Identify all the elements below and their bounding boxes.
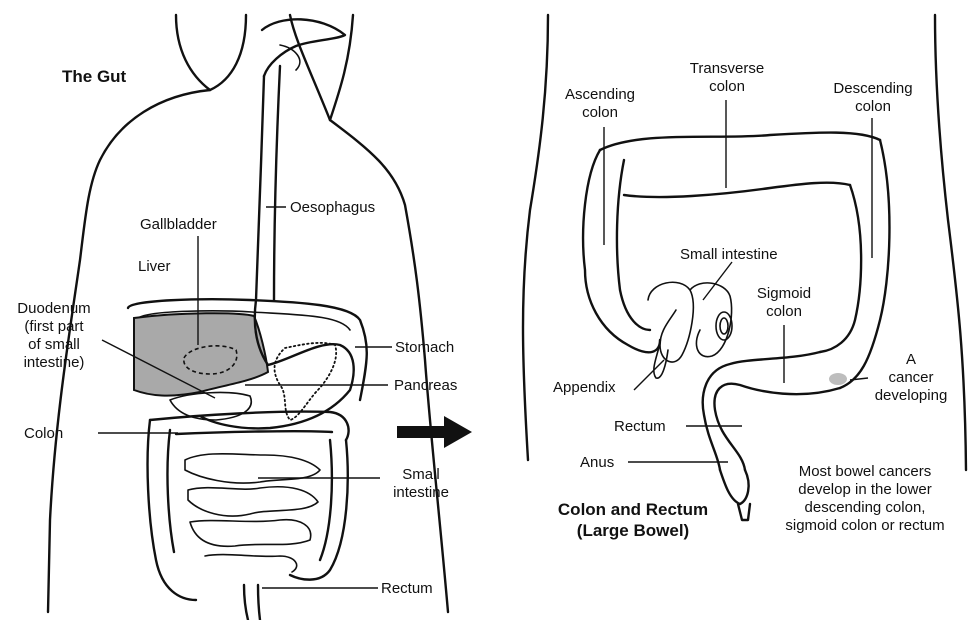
label-pancreas: Pancreas [394,377,457,395]
small-intestine-loops [185,454,320,572]
label-rectum-left: Rectum [381,580,433,598]
label-gallbladder: Gallbladder [140,216,217,234]
oesophagus-tube [256,19,345,300]
label-ascending-colon: Ascending colon [552,86,648,122]
label-rectum-right: Rectum [614,418,666,436]
left-title: The Gut [62,66,126,87]
colon-frame [148,412,349,600]
cancer-spot [829,373,847,385]
label-oesophagus: Oesophagus [290,199,375,217]
label-colon: Colon [24,425,63,443]
label-stomach: Stomach [395,339,454,357]
right-leader-lines [604,100,872,462]
label-anus: Anus [580,454,614,472]
label-transverse-colon: Transverse colon [672,60,782,96]
label-duodenum: Duodenum (first part of small intestine) [2,300,106,372]
label-small-intestine: Small intestine [383,466,459,502]
appendix-shape [654,342,668,378]
label-small-intestine-right: Small intestine [680,246,778,264]
pancreas-shape [275,343,337,420]
label-liver: Liver [138,258,171,276]
arrow-icon [397,416,472,448]
body-silhouette [48,15,448,612]
liver-shape [134,313,268,395]
label-cancer: A cancer developing [862,351,960,405]
right-small-intestine [648,282,732,362]
label-sigmoid-colon: Sigmoid colon [752,285,816,321]
right-title: Colon and Rectum (Large Bowel) [528,499,738,541]
label-appendix: Appendix [553,379,616,397]
label-descending-colon: Descending colon [818,80,928,116]
bowel-cancer-note: Most bowel cancers develop in the lower … [762,463,968,535]
